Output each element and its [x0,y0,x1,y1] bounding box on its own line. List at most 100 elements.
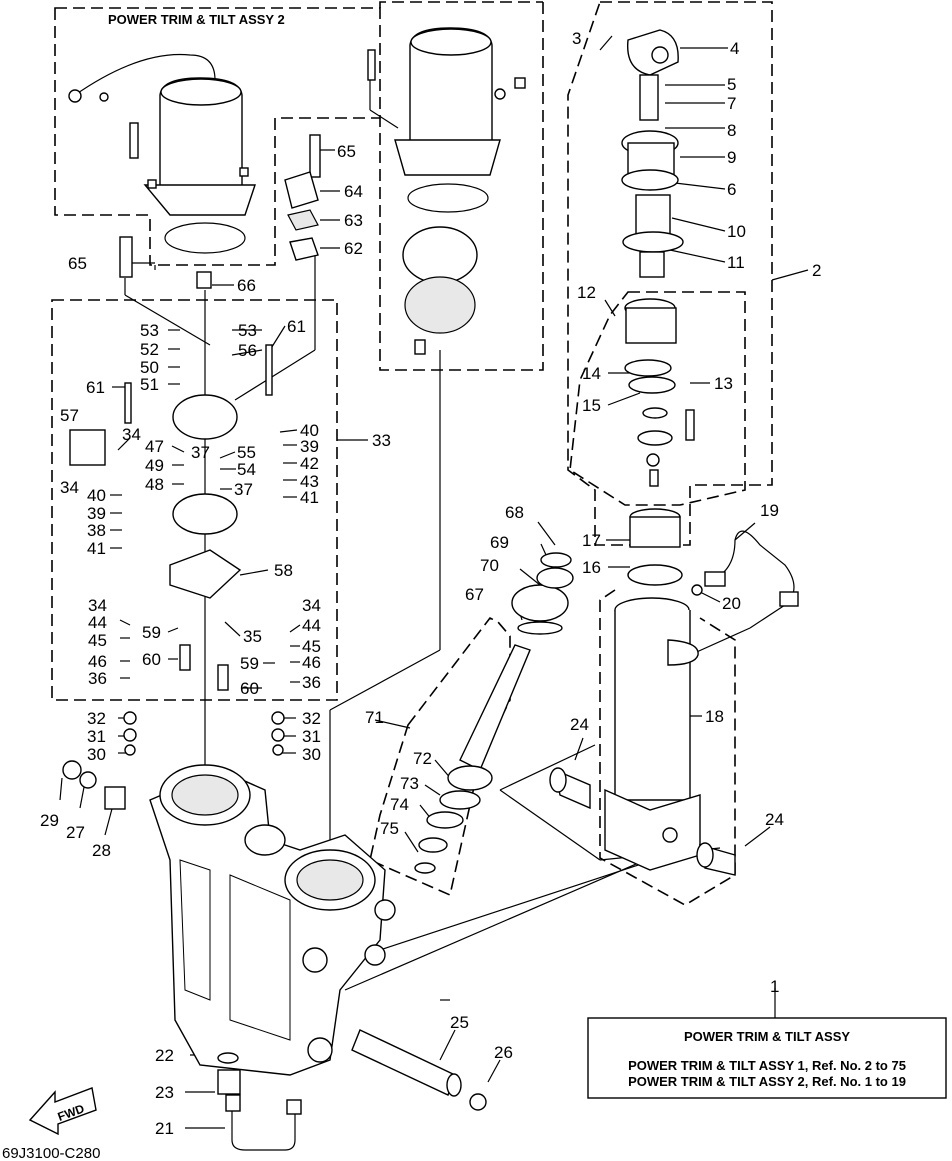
callout-40a: 40 [300,421,319,440]
callout-59b: 59 [240,654,259,673]
valve-upper [172,394,238,440]
callout-60a: 60 [142,650,161,669]
fwd-arrow: FWD [28,1087,97,1136]
legend-line-1: POWER TRIM & TILT ASSY 1, Ref. No. 2 to … [628,1058,906,1073]
legend-line-2: POWER TRIM & TILT ASSY 2, Ref. No. 1 to … [628,1074,906,1089]
callout-8: 8 [727,121,736,140]
callout-53b: 53 [238,321,257,340]
callout-numbers: 2 3 4 5 7 8 9 6 10 11 12 13 14 15 17 16 … [40,29,821,1138]
callout-75: 75 [380,819,399,838]
callout-44b: 44 [302,616,321,635]
plate-58 [169,549,242,599]
callout-39a: 39 [300,437,319,456]
pipe-19 [711,530,795,601]
cylinder-box-2 [567,1,773,546]
callout-6: 6 [727,180,736,199]
callout-61a: 61 [287,317,306,336]
rod-box-71 [369,616,511,897]
valve-lower [172,493,238,535]
cylinder-box-18 [599,589,736,906]
callout-48: 48 [145,475,164,494]
assy2-box-title: POWER TRIM & TILT ASSY 2 [108,12,285,27]
callout-36a: 36 [88,669,107,688]
callout-13: 13 [714,374,733,393]
callout-26: 26 [494,1043,513,1062]
callout-34c: 34 [88,596,107,615]
legend-title: POWER TRIM & TILT ASSY [684,1029,850,1044]
callout-41a: 41 [300,488,319,507]
callout-49: 49 [145,456,164,475]
callout-54: 54 [237,460,256,479]
callout-5: 5 [727,75,736,94]
tilt-rod-67 [459,644,531,771]
callout-2: 2 [812,261,821,280]
valve-box [51,299,338,701]
callout-69: 69 [490,533,509,552]
callout-47: 47 [145,437,164,456]
callout-3: 3 [572,29,581,48]
callout-24b: 24 [765,810,784,829]
callout-46b: 46 [302,653,321,672]
callout-71: 71 [365,708,384,727]
callout-45a: 45 [88,631,107,650]
callout-12: 12 [577,283,596,302]
fwd-arrow-icon [28,1087,97,1136]
bracket-housing [149,769,386,1076]
callout-35: 35 [243,627,262,646]
pin-25 [351,1029,456,1096]
callout-32a: 32 [87,709,106,728]
callout-7: 7 [727,94,736,113]
callout-68: 68 [505,503,524,522]
motor-cable [74,53,216,96]
callout-64: 64 [344,182,363,201]
callout-42: 42 [300,454,319,473]
pipe-21 [231,1110,296,1151]
assy2-box [54,7,381,266]
callout-29: 29 [40,811,59,830]
callout-32b: 32 [302,709,321,728]
callout-18: 18 [705,707,724,726]
callout-55: 55 [237,443,256,462]
legend-ref: 1 [770,977,779,996]
callout-65a: 65 [68,254,87,273]
callout-31a: 31 [87,727,106,746]
callout-72: 72 [413,749,432,768]
callout-73: 73 [400,774,419,793]
callout-46a: 46 [88,652,107,671]
callout-23: 23 [155,1083,174,1102]
callout-52: 52 [140,340,159,359]
callout-24a: 24 [570,715,589,734]
callout-41b: 41 [87,539,106,558]
callout-34d: 34 [302,596,321,615]
callout-4: 4 [730,39,739,58]
callout-10: 10 [727,222,746,241]
callout-11: 11 [727,253,745,272]
callout-37a: 37 [191,443,210,462]
callout-14: 14 [582,364,601,383]
callout-31b: 31 [302,727,321,746]
callout-63: 63 [344,211,363,230]
callout-25: 25 [450,1013,469,1032]
legend-box: 1 POWER TRIM & TILT ASSY POWER TRIM & TI… [587,977,947,1099]
callout-53a: 53 [140,321,159,340]
callout-36b: 36 [302,673,321,692]
callout-58: 58 [274,561,293,580]
callout-67: 67 [465,585,484,604]
callout-20: 20 [722,594,741,613]
callout-30a: 30 [87,745,106,764]
callout-70: 70 [480,556,499,575]
callout-16: 16 [582,558,601,577]
callout-30b: 30 [302,745,321,764]
callout-21: 21 [155,1119,174,1138]
callout-61b: 61 [86,378,105,397]
callout-28: 28 [92,841,111,860]
callout-19: 19 [760,501,779,520]
callout-74: 74 [390,795,409,814]
callout-39b: 39 [87,504,106,523]
callout-37b: 37 [234,480,253,499]
callout-44a: 44 [88,613,107,632]
callout-33: 33 [372,431,391,450]
parts [62,27,799,1151]
group-boxes [51,1,773,906]
